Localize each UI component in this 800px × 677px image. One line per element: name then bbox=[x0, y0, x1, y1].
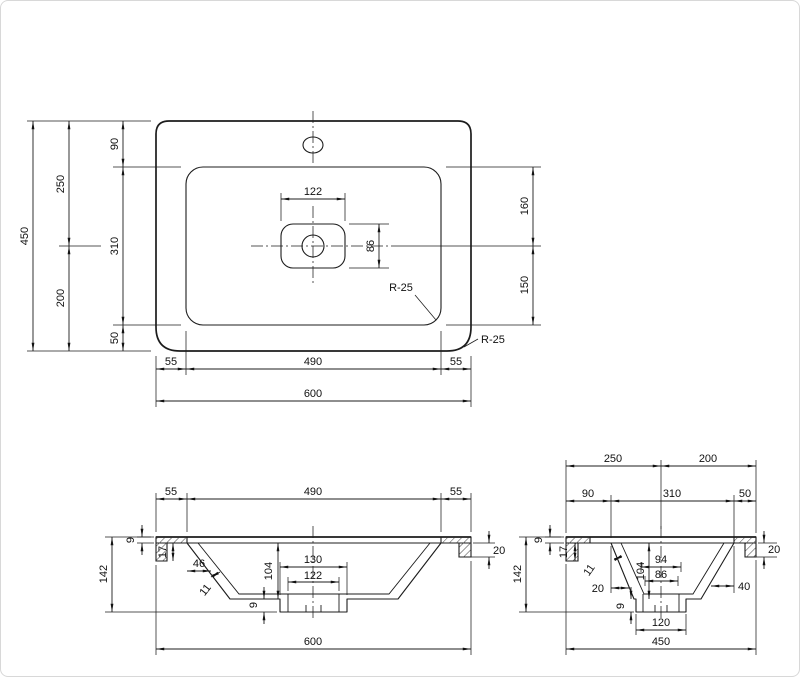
dim-front-overall-width: 600 bbox=[304, 636, 322, 648]
side-left-cut bbox=[565, 536, 591, 562]
side-bowl-outer bbox=[610, 542, 735, 613]
dim-front-wall-run: 46 bbox=[193, 558, 205, 570]
top-view-dimensions: 450 250 200 90 310 50 160 150 122 86 R-2… bbox=[19, 120, 535, 403]
dim-top-center-to-top: 250 bbox=[55, 175, 67, 193]
basin-outer-outline bbox=[155, 120, 472, 352]
dim-front-rim-thickness: 9 bbox=[125, 537, 137, 543]
dim-top-basin-to-bottom: 50 bbox=[109, 332, 121, 344]
dim-side-center-to-front: 250 bbox=[604, 453, 622, 465]
dim-front-rim-right: 55 bbox=[450, 486, 462, 498]
side-section-view: 250 200 90 310 50 9 17 142 11 20 104 94 bbox=[512, 453, 780, 655]
dim-side-lip-height: 17 bbox=[558, 546, 570, 558]
front-section-view: 55 490 55 9 17 142 46 11 104 130 122 bbox=[98, 486, 505, 655]
dim-side-boss-height: 9 bbox=[615, 603, 627, 609]
dim-side-edge-to-basin: 90 bbox=[582, 488, 594, 500]
dim-drain-width: 122 bbox=[304, 186, 322, 198]
dim-side-back-lip: 20 bbox=[768, 544, 780, 556]
dim-side-overall-width: 450 bbox=[652, 636, 670, 648]
front-outline bbox=[155, 526, 472, 619]
front-bowl-inner bbox=[197, 542, 431, 595]
dim-drain-height: 86 bbox=[365, 240, 377, 252]
dim-side-boss-inner: 86 bbox=[655, 569, 667, 581]
dim-top-rim-right: 55 bbox=[450, 356, 462, 368]
dim-top-edge-to-basin: 90 bbox=[109, 138, 121, 150]
dim-side-overall-height: 142 bbox=[512, 565, 524, 583]
dim-front-wall-thickness: 11 bbox=[197, 582, 213, 598]
dim-front-boss-outer: 130 bbox=[304, 554, 322, 566]
dim-top-center-to-bottom: 200 bbox=[55, 289, 67, 307]
dim-top-basin-height: 310 bbox=[109, 237, 121, 255]
front-bowl-outer bbox=[186, 542, 442, 613]
dim-front-boss-inner: 122 bbox=[304, 570, 322, 582]
side-extension-lines bbox=[519, 460, 777, 655]
side-right-cut bbox=[733, 536, 757, 558]
front-left-cut bbox=[155, 536, 188, 562]
dim-front-basin-width: 490 bbox=[304, 486, 322, 498]
dim-side-back-wall-run: 40 bbox=[738, 581, 750, 593]
dim-side-wall-run: 20 bbox=[592, 583, 604, 595]
dim-top-overall-width: 600 bbox=[304, 388, 322, 400]
radius-callout-inner: R-25 bbox=[389, 282, 413, 294]
dim-side-basin-to-back: 50 bbox=[739, 488, 751, 500]
dim-side-basin-depth-plan: 310 bbox=[663, 488, 681, 500]
top-view-outline bbox=[155, 111, 472, 352]
dim-side-rim-thickness: 9 bbox=[533, 537, 545, 543]
side-outline bbox=[565, 526, 757, 619]
dim-top-center-to-basin-bottom: 150 bbox=[519, 276, 531, 294]
dim-front-right-lip: 20 bbox=[493, 545, 505, 557]
dim-side-basin-depth: 104 bbox=[635, 562, 647, 580]
dim-top-overall-height: 450 bbox=[19, 227, 31, 245]
dim-side-boss-outer: 94 bbox=[655, 554, 667, 566]
dim-side-center-to-back: 200 bbox=[699, 453, 717, 465]
dim-side-wall-thickness: 11 bbox=[581, 562, 597, 578]
dim-top-rim-left: 55 bbox=[165, 356, 177, 368]
dim-front-rim-left: 55 bbox=[165, 486, 177, 498]
front-dimensions: 55 490 55 9 17 142 46 11 104 130 122 bbox=[98, 486, 505, 651]
front-extension-lines bbox=[105, 493, 495, 655]
dim-top-basin-top-to-center: 160 bbox=[519, 197, 531, 215]
front-right-cut bbox=[440, 536, 472, 558]
side-dimensions: 250 200 90 310 50 9 17 142 11 20 104 94 bbox=[512, 453, 780, 651]
top-view: 450 250 200 90 310 50 160 150 122 86 R-2… bbox=[19, 111, 541, 407]
dim-top-basin-width: 490 bbox=[304, 356, 322, 368]
side-bowl-inner bbox=[620, 542, 725, 595]
radius-callout-outer: R-25 bbox=[481, 334, 505, 346]
dim-front-boss-height: 9 bbox=[248, 602, 260, 608]
dim-side-boss-width: 120 bbox=[652, 617, 670, 629]
dim-front-overall-height: 142 bbox=[98, 565, 110, 583]
dim-front-lip-height: 17 bbox=[157, 546, 169, 558]
dim-front-basin-depth: 104 bbox=[263, 562, 275, 580]
